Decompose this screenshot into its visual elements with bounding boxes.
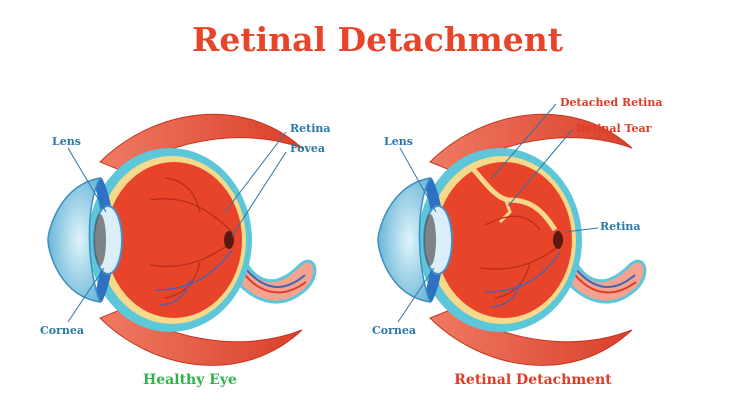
vitreous <box>106 162 242 318</box>
cornea <box>377 176 432 303</box>
detached-retina-flap <box>468 164 558 232</box>
optic-nerve <box>238 251 317 304</box>
vitreous <box>436 162 572 318</box>
label-lens: Lens <box>384 135 413 148</box>
label-retina: Retina <box>600 220 641 233</box>
fovea-dot <box>224 231 234 249</box>
label-cornea: Cornea <box>40 324 84 337</box>
label-retina: Retina <box>290 122 331 135</box>
optic-nerve <box>568 251 647 304</box>
label-cornea: Cornea <box>372 324 416 337</box>
label-fovea: Fovea <box>290 142 325 155</box>
cornea <box>47 176 102 303</box>
label-retinal-tear: Retinal Tear <box>576 122 652 135</box>
label-lens: Lens <box>52 135 81 148</box>
healthy-eye: Lens Cornea Retina Fovea Healthy Eye <box>40 113 331 388</box>
detached-eye: Lens Cornea Detached Retina Retinal Tear… <box>372 96 663 388</box>
caption-retinal-detachment: Retinal Detachment <box>454 372 612 388</box>
label-detached-retina: Detached Retina <box>560 96 663 109</box>
fovea-dot <box>553 231 563 249</box>
caption-healthy-eye: Healthy Eye <box>143 372 237 388</box>
page-title: Retinal Detachment <box>191 20 564 59</box>
